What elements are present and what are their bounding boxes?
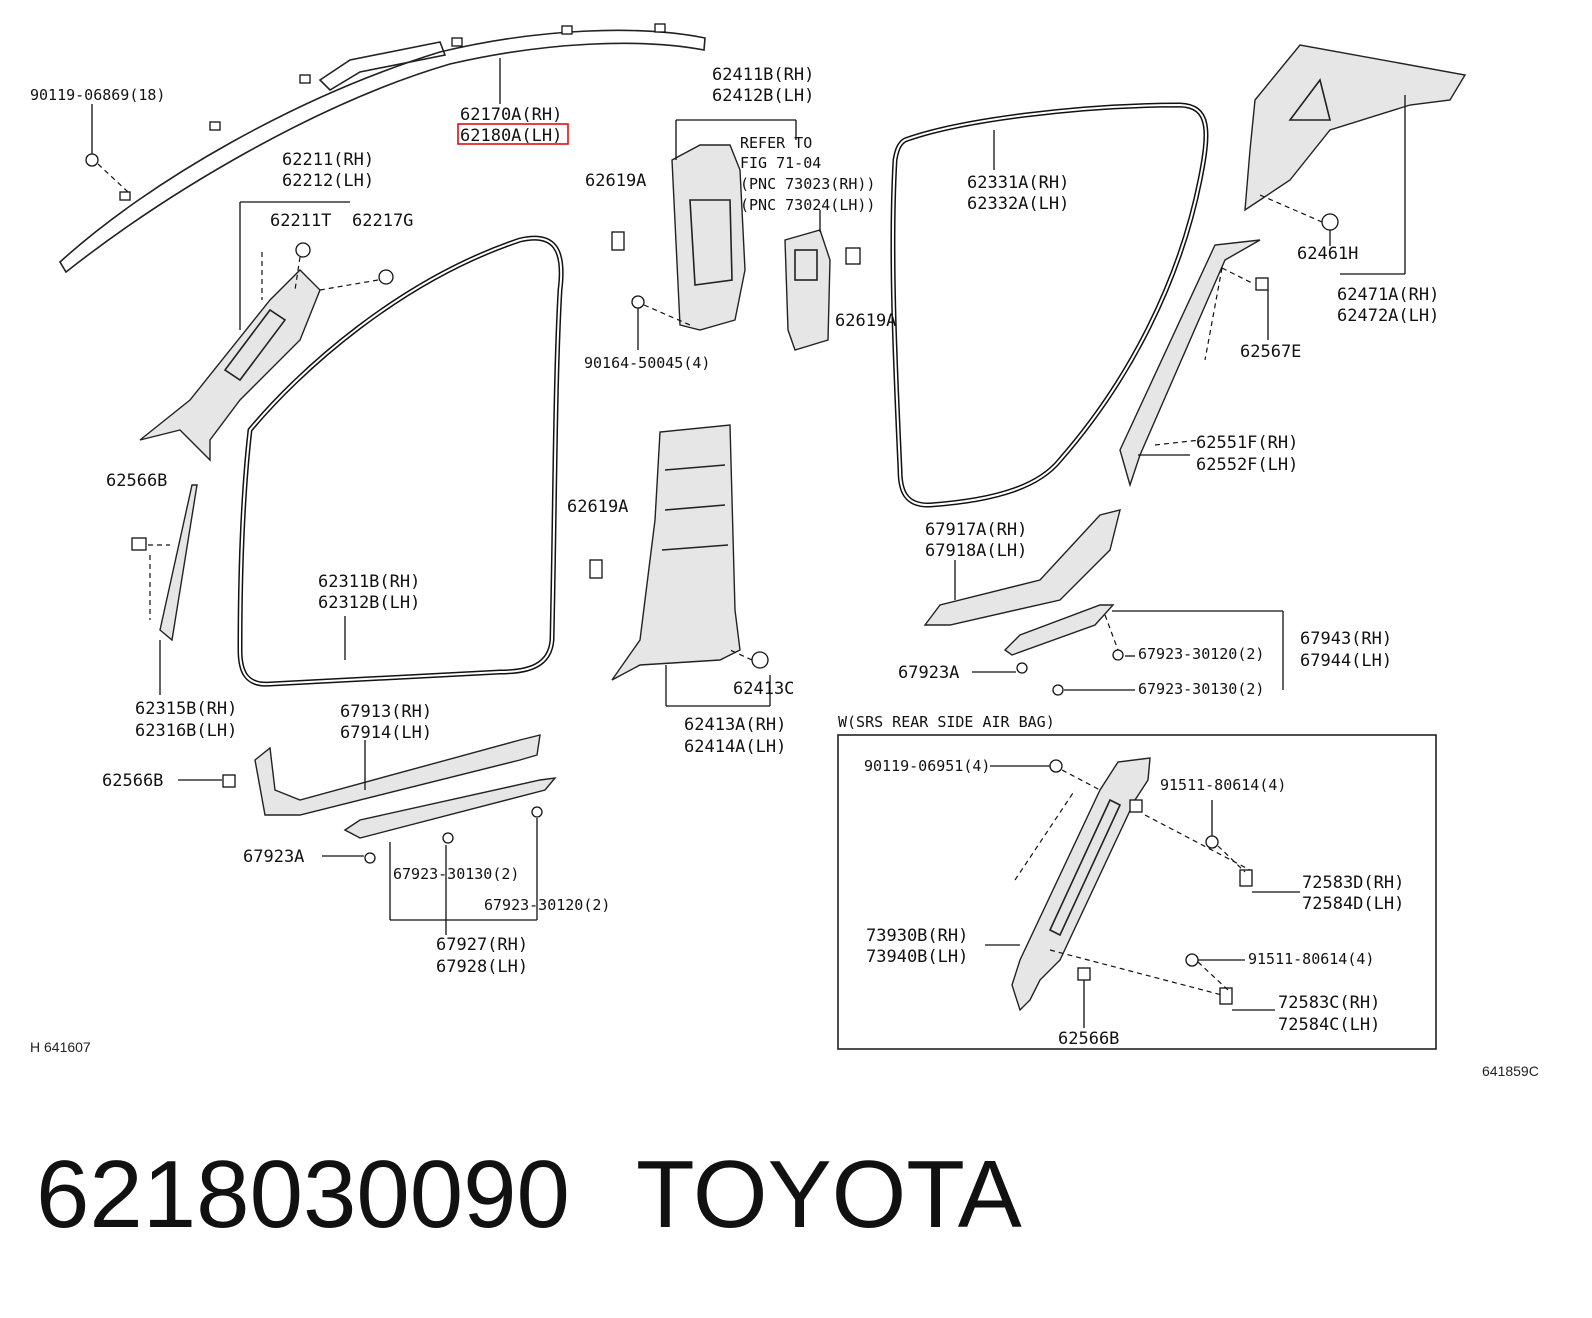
label-73940B: 73940B(LH) <box>866 947 968 967</box>
label-91511-80614-lower: 91511-80614(4) <box>1248 950 1374 968</box>
label-62316B: 62316B(LH) <box>135 721 237 741</box>
brand-name: TOYOTA <box>636 1141 1022 1248</box>
front-scuff-retainer <box>131 484 198 695</box>
label-90164-50045: 90164-50045(4) <box>584 354 710 372</box>
label-67923-30130-right: 67923-30130(2) <box>1138 680 1264 698</box>
label-72584C: 72584C(LH) <box>1278 1015 1380 1035</box>
label-67917A: 67917A(RH) <box>925 520 1027 540</box>
label-62315B: 62315B(RH) <box>135 699 237 719</box>
label-62312B: 62312B(LH) <box>318 593 420 613</box>
label-62551F: 62551F(RH) <box>1196 433 1298 453</box>
label-72584D: 72584D(LH) <box>1302 894 1404 914</box>
center-pillar-lower-garnish <box>589 424 771 707</box>
label-62567E: 62567E <box>1240 342 1301 362</box>
inset-srs-rear-side-airbag <box>837 734 1437 1050</box>
front-door-weatherstrip <box>237 235 564 687</box>
label-62412B: 62412B(LH) <box>712 86 814 106</box>
label-62413C: 62413C <box>733 679 794 699</box>
label-62311B: 62311B(RH) <box>318 572 420 592</box>
label-72583D: 72583D(RH) <box>1302 873 1404 893</box>
label-62211T: 62211T <box>270 211 331 231</box>
label-62212: 62212(LH) <box>282 171 374 191</box>
label-62619A-lower: 62619A <box>567 497 628 517</box>
label-62461H: 62461H <box>1297 244 1358 264</box>
label-62566B-inset: 62566B <box>1058 1029 1119 1049</box>
label-67914: 67914(LH) <box>340 723 432 743</box>
label-62619A-upper-left: 62619A <box>585 171 646 191</box>
label-62566B-middle: 62566B <box>102 771 163 791</box>
rear-scuff-plate <box>923 509 1284 696</box>
label-62619A-center: 62619A <box>835 311 896 331</box>
label-refer-line-4: (PNC 73024(LH)) <box>740 196 875 214</box>
label-90119-06951: 90119-06951(4) <box>864 757 990 775</box>
label-62413A: 62413A(RH) <box>684 715 786 735</box>
label-62471A: 62471A(RH) <box>1337 285 1439 305</box>
label-62331A: 62331A(RH) <box>967 173 1069 193</box>
part-labels: 90119-06869(18) 62170A(RH) 62180A(LH) 62… <box>30 65 1539 1079</box>
label-62566B-left: 62566B <box>106 471 167 491</box>
label-91511-80614-upper: 91511-80614(4) <box>1160 776 1286 794</box>
label-73930B: 73930B(RH) <box>866 926 968 946</box>
label-67923-30130-left: 67923-30130(2) <box>393 865 519 883</box>
label-refer-line-1: REFER TO <box>740 134 812 152</box>
diagram-code-left: H 641607 <box>30 1039 91 1055</box>
center-pillar-upper-garnish <box>611 119 797 350</box>
label-67923A-right: 67923A <box>898 663 959 683</box>
roof-airbag-assembly <box>58 23 706 274</box>
part-number: 6218030090 <box>36 1141 570 1248</box>
label-67944: 67944(LH) <box>1300 651 1392 671</box>
rear-door-weatherstrip <box>890 102 1209 508</box>
label-62211: 62211(RH) <box>282 150 374 170</box>
highlight-box-62180A <box>457 123 569 145</box>
label-67943: 67943(RH) <box>1300 629 1392 649</box>
rear-opening-trim <box>1119 239 1269 488</box>
label-62411B: 62411B(RH) <box>712 65 814 85</box>
label-72583C: 72583C(RH) <box>1278 993 1380 1013</box>
label-62472A: 62472A(LH) <box>1337 306 1439 326</box>
front-scuff-plate <box>178 734 557 935</box>
label-refer-line-3: (PNC 73023(RH)) <box>740 175 875 193</box>
label-62414A: 62414A(LH) <box>684 737 786 757</box>
label-90119-06869: 90119-06869(18) <box>30 86 165 104</box>
label-62170A: 62170A(RH) <box>460 105 562 125</box>
part-footer: 6218030090 TOYOTA <box>36 1140 1556 1250</box>
front-pillar-garnish <box>139 201 394 462</box>
label-67927: 67927(RH) <box>436 935 528 955</box>
label-67923-30120-right: 67923-30120(2) <box>1138 645 1264 663</box>
label-67928: 67928(LH) <box>436 957 528 977</box>
trim-parts-diagram: 90119-06869(18) 62170A(RH) 62180A(LH) 62… <box>30 23 1539 1079</box>
label-67923A-left: 67923A <box>243 847 304 867</box>
quarter-trim-upper <box>1244 44 1467 275</box>
label-62552F: 62552F(LH) <box>1196 455 1298 475</box>
label-refer-line-2: FIG 71-04 <box>740 154 821 172</box>
label-67918A: 67918A(LH) <box>925 541 1027 561</box>
label-62180A: 62180A(LH) <box>460 126 562 146</box>
label-inset-title: W(SRS REAR SIDE AIR BAG) <box>838 713 1055 731</box>
label-62217G: 62217G <box>352 211 413 231</box>
label-67923-30120-left: 67923-30120(2) <box>484 896 610 914</box>
label-67913: 67913(RH) <box>340 702 432 722</box>
label-62332A: 62332A(LH) <box>967 194 1069 214</box>
seatbelt-adjuster-cover <box>784 210 861 351</box>
diagram-code-right: 641859C <box>1482 1063 1539 1079</box>
